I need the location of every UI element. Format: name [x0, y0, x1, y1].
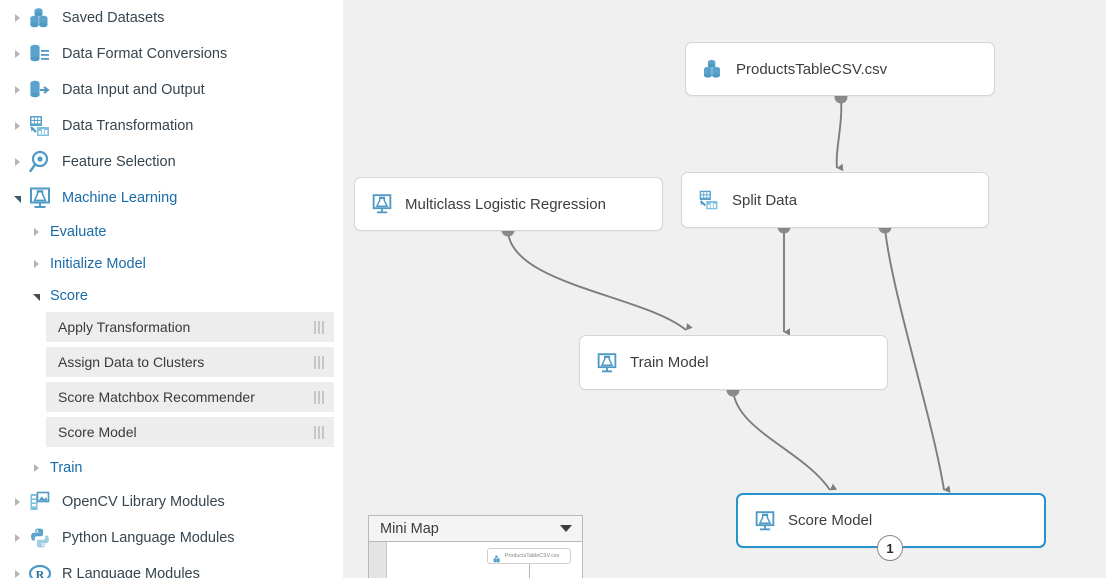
- sidebar-group-train[interactable]: Train: [0, 452, 343, 484]
- model-icon: [369, 191, 395, 217]
- chevron-down-icon[interactable]: [560, 525, 572, 532]
- mini-map-node-label: ProductsTableCSV.csv: [505, 553, 560, 559]
- node-multiclass-logistic-regression[interactable]: Multiclass Logistic Regression: [354, 177, 663, 231]
- status-badge: 1: [877, 535, 903, 561]
- dataset-icon: [492, 551, 502, 563]
- expand-arrow-icon[interactable]: [8, 108, 26, 144]
- model-icon: [752, 508, 778, 534]
- sidebar-category-label: Feature Selection: [62, 154, 176, 170]
- expand-arrow-icon[interactable]: [26, 450, 46, 486]
- expand-arrow-icon[interactable]: [26, 246, 46, 282]
- sidebar-category-label: Data Transformation: [62, 118, 194, 134]
- sidebar-category-data-input-and-output[interactable]: Data Input and Output: [0, 72, 343, 108]
- feature-selection-icon: [26, 148, 54, 176]
- sidebar-category-label: Saved Datasets: [62, 10, 165, 26]
- module-score-matchbox-recommender[interactable]: Score Matchbox Recommender: [46, 382, 334, 412]
- model-icon: [594, 350, 620, 376]
- edge-split-to-score: [884, 227, 951, 493]
- node-split-data[interactable]: Split Data: [681, 172, 989, 228]
- module-label: Apply Transformation: [58, 319, 191, 335]
- edge-dataset-to-split: [835, 96, 844, 172]
- sidebar-category-feature-selection[interactable]: Feature Selection: [0, 144, 343, 180]
- drag-handle-icon[interactable]: [314, 390, 324, 404]
- collapse-arrow-icon[interactable]: [8, 180, 26, 216]
- sidebar-group-label: Evaluate: [50, 224, 107, 240]
- sidebar-category-label: R Language Modules: [62, 566, 200, 578]
- drag-handle-icon[interactable]: [314, 355, 324, 369]
- expand-arrow-icon[interactable]: [26, 214, 46, 250]
- mini-map-gutter: [369, 542, 387, 578]
- sidebar-group-evaluate[interactable]: Evaluate: [0, 216, 343, 248]
- sidebar-category-data-transformation[interactable]: Data Transformation: [0, 108, 343, 144]
- expand-arrow-icon[interactable]: [8, 72, 26, 108]
- expand-arrow-icon[interactable]: [8, 520, 26, 556]
- node-label: Train Model: [630, 354, 709, 371]
- sidebar-group-initialize-model[interactable]: Initialize Model: [0, 248, 343, 280]
- sidebar-category-opencv-library-modules[interactable]: OpenCV Library Modules: [0, 484, 343, 520]
- data-format-conversions-icon: [26, 40, 54, 68]
- sidebar-category-label: Data Format Conversions: [62, 46, 228, 62]
- r-icon: R: [26, 560, 54, 578]
- sidebar-category-python-language-modules[interactable]: Python Language Modules: [0, 520, 343, 556]
- python-icon: [26, 524, 54, 552]
- module-label: Score Matchbox Recommender: [58, 389, 255, 405]
- drag-handle-icon[interactable]: [314, 320, 324, 334]
- module-palette-sidebar[interactable]: Saved Datasets Data Format Conversions: [0, 0, 343, 578]
- sidebar-group-score[interactable]: Score: [0, 280, 343, 312]
- mini-map-body[interactable]: ProductsTableCSV.csv: [369, 542, 582, 578]
- module-label: Score Model: [58, 424, 137, 440]
- module-score-model[interactable]: Score Model: [46, 417, 334, 447]
- collapse-arrow-icon[interactable]: [26, 278, 46, 314]
- edge-train-to-score: [732, 388, 838, 491]
- module-label: Assign Data to Clusters: [58, 354, 205, 370]
- expand-arrow-icon[interactable]: [8, 144, 26, 180]
- mini-map-node-products-table-csv: ProductsTableCSV.csv: [487, 548, 571, 564]
- sidebar-category-r-language-modules[interactable]: R R Language Modules: [0, 556, 343, 578]
- experiment-canvas[interactable]: ProductsTableCSV.csv Multiclass Logistic…: [343, 0, 1106, 578]
- node-label: ProductsTableCSV.csv: [736, 60, 888, 78]
- sidebar-category-label: OpenCV Library Modules: [62, 494, 225, 510]
- node-label: Split Data: [732, 191, 798, 209]
- data-input-output-icon: [26, 76, 54, 104]
- mini-map-edge: [529, 564, 530, 578]
- module-assign-data-to-clusters[interactable]: Assign Data to Clusters: [46, 347, 334, 377]
- datasets-icon: [26, 4, 54, 32]
- expand-arrow-icon[interactable]: [8, 484, 26, 520]
- node-label: Score Model: [788, 512, 873, 529]
- sidebar-category-label: Python Language Modules: [62, 530, 235, 546]
- sidebar-category-label: Data Input and Output: [62, 82, 205, 98]
- expand-arrow-icon[interactable]: [8, 0, 26, 36]
- mini-map-viewport[interactable]: ProductsTableCSV.csv: [387, 542, 582, 578]
- sidebar-category-machine-learning[interactable]: Machine Learning: [0, 180, 343, 216]
- node-label: Multiclass Logistic Regression: [405, 195, 606, 213]
- dataset-icon: [700, 56, 726, 82]
- expand-arrow-icon[interactable]: [8, 556, 26, 578]
- sidebar-category-saved-datasets[interactable]: Saved Datasets: [0, 0, 343, 36]
- sidebar-group-label: Train: [50, 460, 83, 476]
- mini-map-header[interactable]: Mini Map: [369, 516, 582, 542]
- sidebar-category-data-format-conversions[interactable]: Data Format Conversions: [0, 36, 343, 72]
- sidebar-group-label: Initialize Model: [50, 256, 146, 272]
- data-transformation-icon: [26, 112, 54, 140]
- drag-handle-icon[interactable]: [314, 425, 324, 439]
- opencv-icon: [26, 488, 54, 516]
- expand-arrow-icon[interactable]: [8, 36, 26, 72]
- edge-mlr-to-train: [507, 231, 693, 331]
- machine-learning-icon: [26, 184, 54, 212]
- mini-map-title: Mini Map: [380, 520, 439, 537]
- sidebar-category-label: Machine Learning: [62, 190, 178, 206]
- mini-map-panel[interactable]: Mini Map: [368, 515, 583, 578]
- node-train-model[interactable]: Train Model: [579, 335, 888, 390]
- node-products-table-csv[interactable]: ProductsTableCSV.csv: [685, 42, 995, 96]
- split-icon: [696, 187, 722, 213]
- sidebar-group-label: Score: [50, 288, 88, 304]
- module-apply-transformation[interactable]: Apply Transformation: [46, 312, 334, 342]
- svg-text:R: R: [36, 568, 45, 578]
